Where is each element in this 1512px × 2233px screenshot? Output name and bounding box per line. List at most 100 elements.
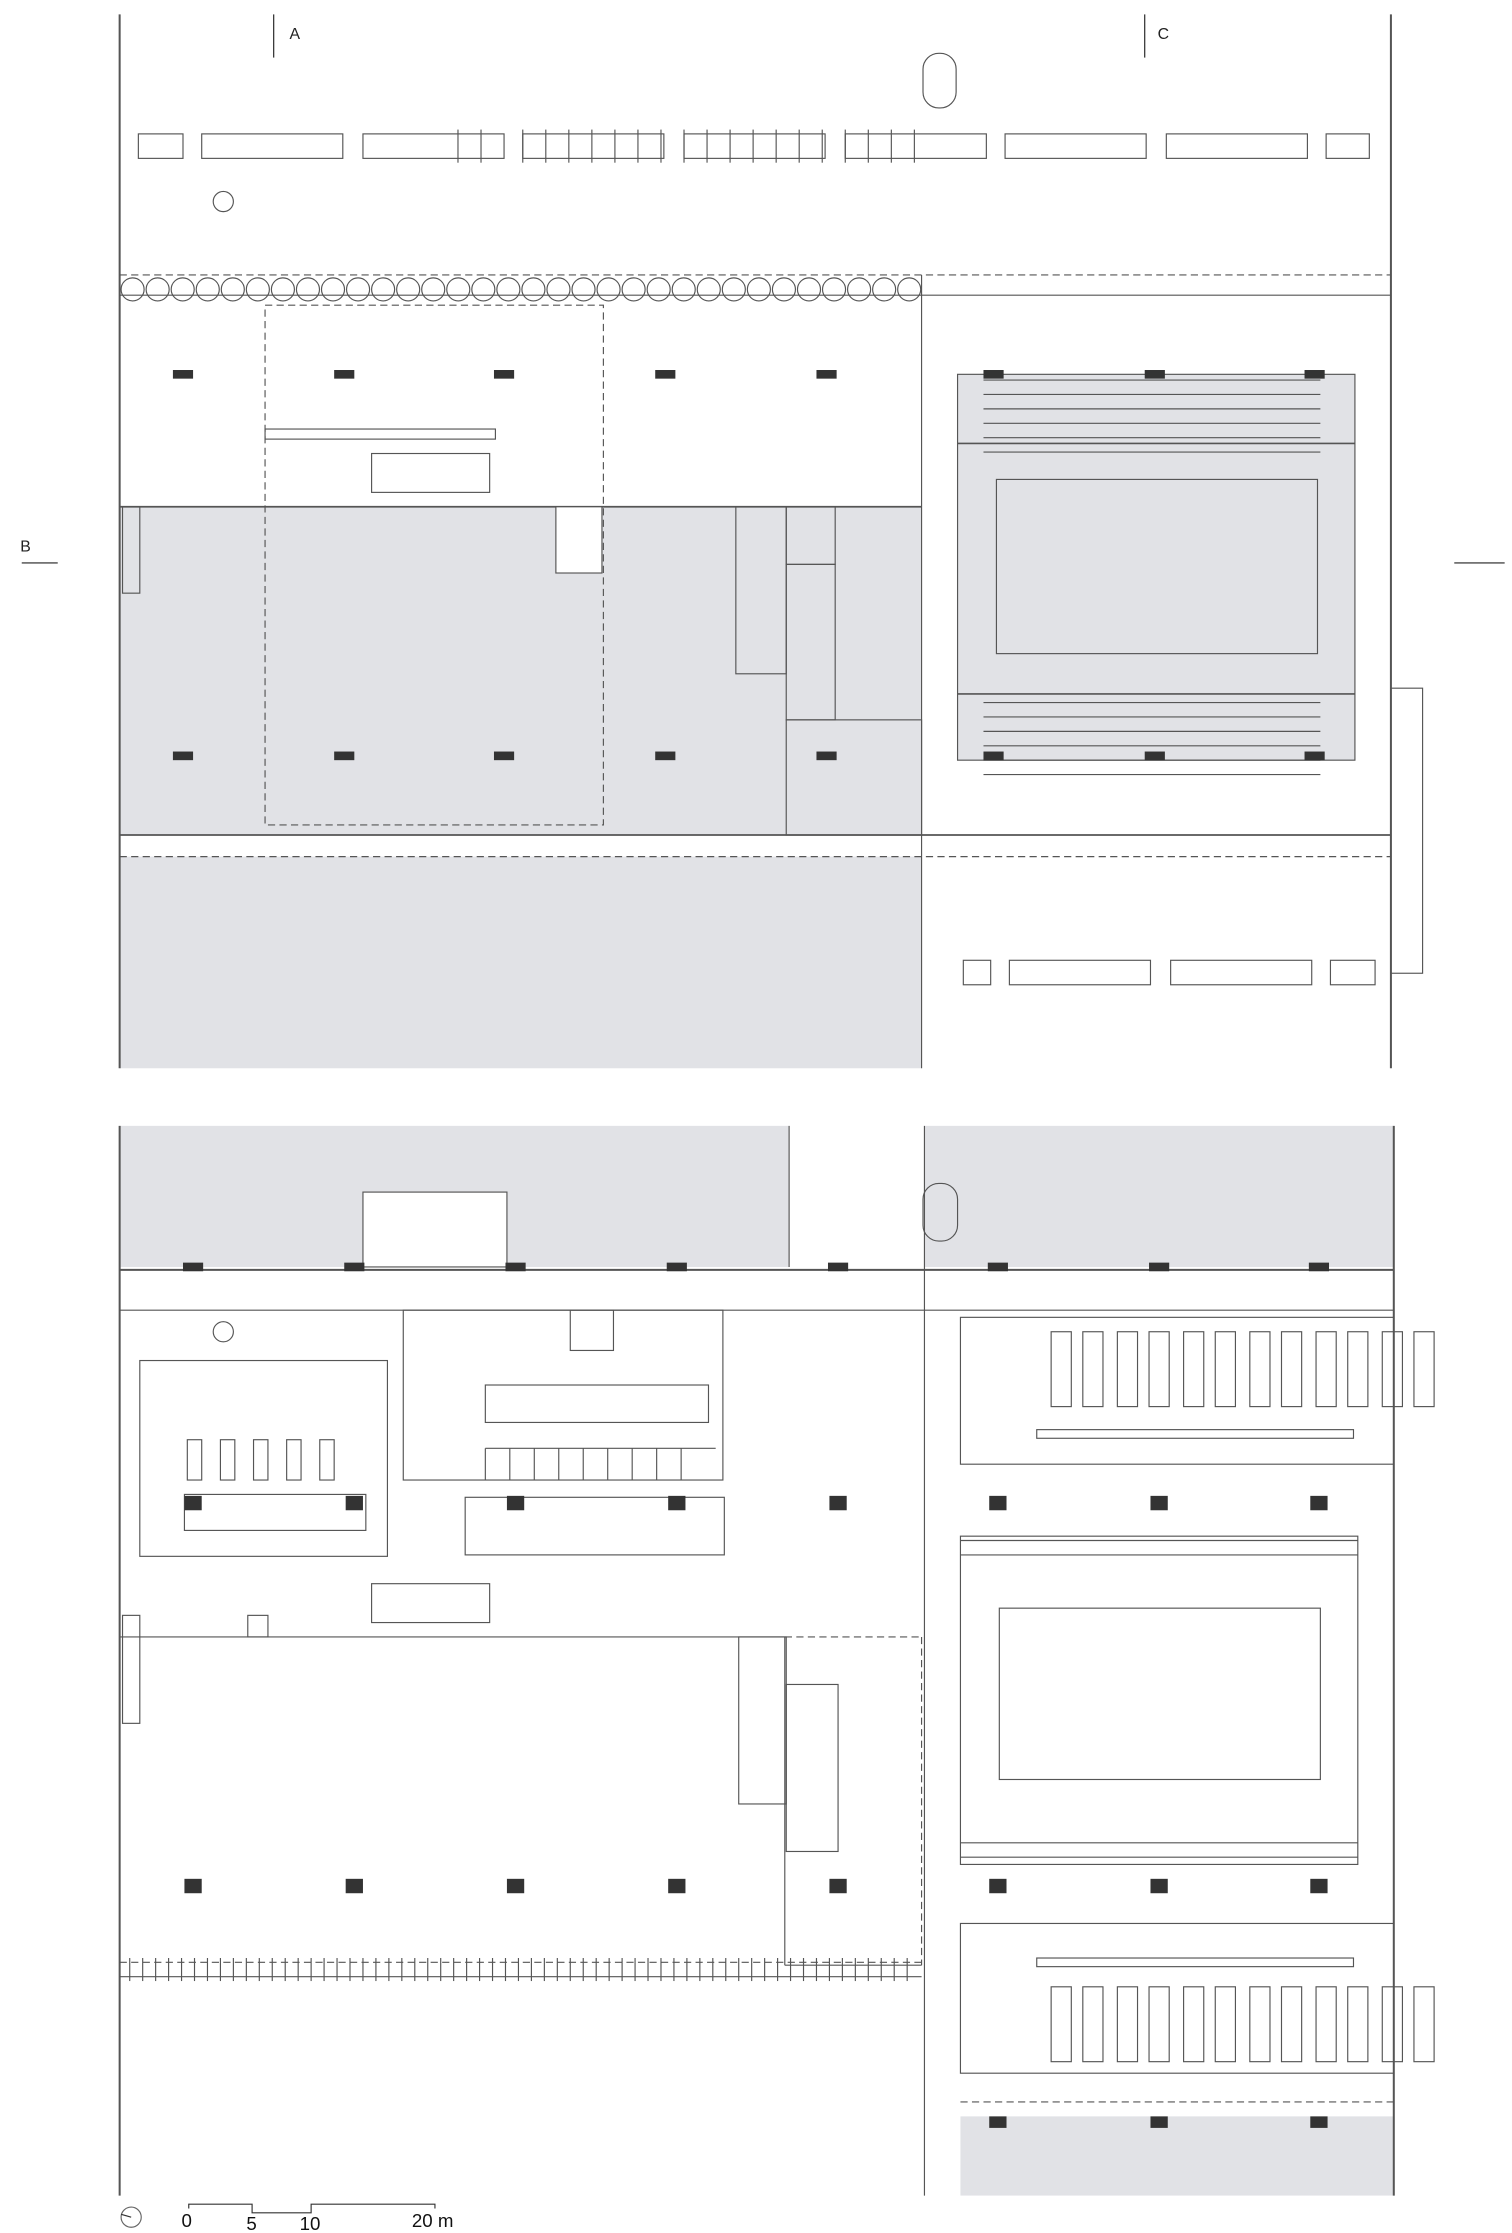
tree-icon	[897, 277, 922, 302]
column	[1308, 1262, 1330, 1272]
column	[172, 370, 194, 379]
section-marker-b: B	[20, 538, 31, 555]
stair-core	[371, 452, 491, 493]
tree-icon	[245, 277, 270, 302]
cubicle	[1315, 1331, 1337, 1408]
tree-icon	[646, 277, 671, 302]
tree-icon	[746, 277, 771, 302]
tree-icon	[796, 277, 822, 302]
cubicle	[1148, 1331, 1170, 1408]
locker	[252, 1439, 269, 1481]
column	[816, 370, 837, 379]
column	[1304, 751, 1325, 761]
upper-floor-plan	[21, 14, 1505, 1069]
tree-icon	[872, 277, 897, 302]
tree-icon	[212, 190, 234, 213]
column	[666, 1262, 687, 1272]
column	[1310, 1878, 1328, 1894]
column	[989, 2116, 1007, 2128]
tree-icon	[120, 277, 145, 302]
shaded-area	[119, 856, 922, 1069]
column	[829, 1878, 847, 1894]
tree-icon	[396, 277, 421, 302]
column	[1310, 1495, 1328, 1511]
column	[184, 1878, 202, 1894]
tree-icon	[220, 277, 245, 302]
column	[989, 1878, 1007, 1894]
column	[989, 1495, 1007, 1511]
tree-icon	[821, 277, 847, 302]
column	[345, 1878, 363, 1894]
tree-icon	[195, 277, 220, 302]
bench	[683, 133, 826, 159]
column	[1150, 2116, 1168, 2128]
bench	[962, 959, 992, 986]
stair	[555, 506, 603, 574]
scale-bar-line	[188, 2203, 436, 2214]
locker	[286, 1439, 302, 1481]
tree-icon	[671, 277, 696, 302]
cubicle	[1280, 1331, 1303, 1408]
column	[334, 370, 355, 379]
cubicle	[1183, 1986, 1205, 2063]
column	[184, 1495, 202, 1511]
counter	[264, 428, 496, 440]
swimming-pool	[995, 478, 1319, 655]
column	[829, 1495, 847, 1511]
column	[1144, 751, 1165, 761]
section-marker-a: A	[290, 26, 301, 43]
tree-icon	[546, 277, 571, 302]
dashed-outline	[264, 304, 604, 826]
cubicle	[1249, 1331, 1271, 1408]
bench	[201, 133, 344, 159]
cubicle	[1148, 1986, 1170, 2063]
column	[334, 751, 355, 761]
cubicle	[1082, 1331, 1104, 1408]
tree-icon	[771, 277, 797, 302]
cubicle	[1413, 1331, 1435, 1408]
column	[655, 370, 676, 379]
section-markers: A C B	[20, 26, 1169, 556]
column	[506, 1495, 525, 1511]
cubicle	[1050, 1986, 1072, 2063]
column	[1310, 2116, 1328, 2128]
cubicle	[1082, 1986, 1104, 2063]
tree-icon	[846, 277, 872, 302]
tree-icon	[596, 277, 621, 302]
tree-icon	[521, 277, 546, 302]
tree-icon	[170, 277, 195, 302]
shaded-area	[119, 506, 922, 836]
tree-icon	[212, 1321, 234, 1343]
bench	[362, 133, 505, 159]
column	[827, 1262, 849, 1272]
tree-icon	[421, 277, 446, 302]
column	[493, 370, 515, 379]
column	[668, 1878, 686, 1894]
bench	[844, 133, 987, 159]
bench	[1329, 959, 1376, 986]
bench	[1325, 133, 1370, 159]
tree-icon	[471, 277, 496, 302]
tree-icon	[295, 277, 321, 302]
bench	[1008, 959, 1152, 986]
column	[983, 370, 1004, 379]
tree-icon	[621, 277, 646, 302]
column	[345, 1495, 363, 1511]
tree-icon	[320, 277, 346, 302]
locker	[219, 1439, 236, 1481]
column	[1150, 1878, 1168, 1894]
swimming-pool-lower	[998, 1607, 1321, 1781]
cubicle	[1183, 1331, 1205, 1408]
column	[668, 1495, 686, 1511]
scale-bar: 0 5 10 20 m	[120, 2203, 454, 2233]
tree-icon	[270, 277, 296, 302]
locker-bench	[1036, 1429, 1355, 1439]
cubicle	[1315, 1986, 1337, 2063]
bench	[1004, 133, 1147, 159]
scale-label-10: 10	[300, 2213, 321, 2233]
tree-icon	[145, 277, 170, 302]
column	[987, 1262, 1008, 1272]
column	[182, 1262, 204, 1272]
swimming-pool-hall-lower	[959, 1535, 1359, 1866]
scale-label-20m: 20 m	[412, 2210, 454, 2231]
